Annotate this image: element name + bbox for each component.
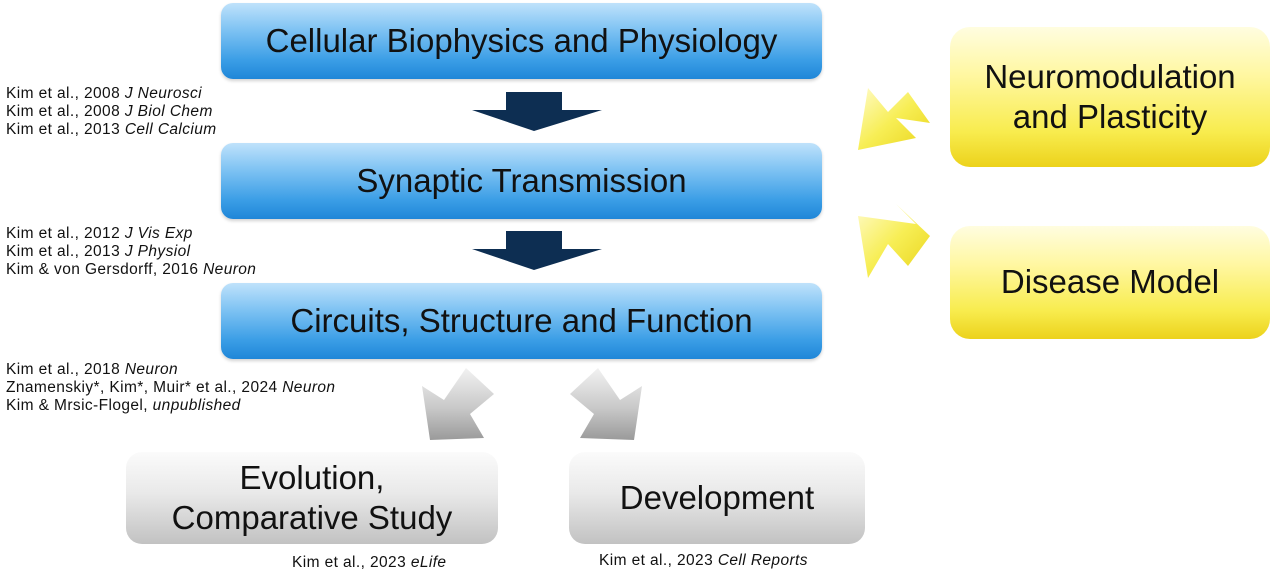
down-arrow-2 <box>472 231 602 270</box>
neuromodulation-label-2: and Plasticity <box>1012 98 1208 135</box>
grey-arrow-development <box>570 368 642 440</box>
references-group-1: Kim et al., 2008 J Neurosci Kim et al., … <box>6 85 217 139</box>
reference-line: Kim & Mrsic-Flogel, unpublished <box>6 397 241 414</box>
references-group-2: Kim et al., 2012 J Vis Exp Kim et al., 2… <box>6 225 256 279</box>
evolution-label-1: Evolution, <box>239 458 385 496</box>
circuits-box: Circuits, Structure and Function <box>221 283 822 359</box>
reference-line: Kim & von Gersdorff, 2016 Neuron <box>6 261 257 278</box>
neuromodulation-box: Neuromodulation and Plasticity <box>950 27 1270 167</box>
development-label: Development <box>619 478 815 516</box>
development-box: Development <box>569 452 865 544</box>
synaptic-transmission-box: Synaptic Transmission <box>221 143 822 219</box>
evolution-box: Evolution, Comparative Study <box>126 452 498 544</box>
references-group-3: Kim et al., 2018 Neuron Znamenskiy*, Kim… <box>6 361 335 415</box>
reference-line: Kim et al., 2018 Neuron <box>6 361 179 378</box>
reference-line: Kim et al., 2013 J Physiol <box>6 243 191 260</box>
reference-line: Kim et al., 2012 J Vis Exp <box>6 225 193 242</box>
evolution-label-2: Comparative Study <box>171 499 453 536</box>
synaptic-transmission-label: Synaptic Transmission <box>356 161 687 199</box>
circuits-label: Circuits, Structure and Function <box>290 301 753 339</box>
reference-line: Kim et al., 2008 J Neurosci <box>6 85 203 102</box>
neuromodulation-label-1: Neuromodulation <box>984 57 1236 95</box>
reference-line: Kim et al., 2008 J Biol Chem <box>6 103 213 120</box>
disease-model-box: Disease Model <box>950 226 1270 339</box>
grey-arrow-evolution <box>422 368 494 440</box>
reference-line: Kim et al., 2013 Cell Calcium <box>6 121 217 138</box>
cellular-biophysics-label: Cellular Biophysics and Physiology <box>265 21 778 59</box>
reference-evolution: Kim et al., 2023 eLife <box>292 554 447 571</box>
cellular-biophysics-box: Cellular Biophysics and Physiology <box>221 3 822 79</box>
reference-line: Znamenskiy*, Kim*, Muir* et al., 2024 Ne… <box>6 379 336 396</box>
disease-model-label: Disease Model <box>1000 263 1220 301</box>
yellow-arrow-disease <box>858 204 930 278</box>
down-arrow-1 <box>472 92 602 131</box>
yellow-arrow-neuromodulation <box>858 88 930 150</box>
reference-development: Kim et al., 2023 Cell Reports <box>599 552 808 569</box>
